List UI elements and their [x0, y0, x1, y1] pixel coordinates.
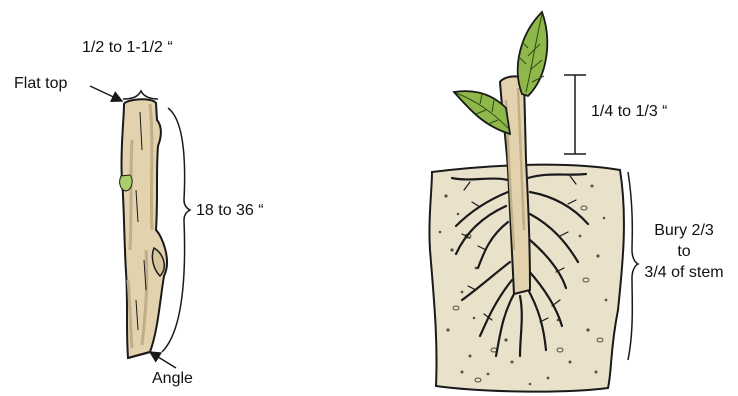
length-brace: [162, 108, 190, 352]
bury-depth-label: Bury 2/3 to 3/4 of stem: [632, 223, 736, 281]
flat-top-label: Flat top: [14, 76, 67, 92]
width-brace: [123, 91, 158, 99]
bury-line-3: 3/4 of stem: [632, 265, 736, 281]
bury-line-2: to: [632, 244, 736, 260]
flat-top-arrow: [90, 86, 122, 101]
upper-leaf: [518, 12, 548, 96]
height-dimension: [564, 75, 586, 154]
left-cutting: [90, 86, 190, 368]
width-label: 1/2 to 1-1/2 “: [82, 40, 173, 56]
angle-arrow: [150, 352, 176, 368]
length-label: 18 to 36 “: [196, 203, 264, 219]
green-bud: [120, 175, 132, 191]
above-ground-label: 1/4 to 1/3 “: [591, 104, 668, 120]
right-planted-cutting: [429, 12, 638, 392]
bury-line-1: Bury 2/3: [632, 223, 736, 239]
angle-label: Angle: [152, 371, 193, 387]
